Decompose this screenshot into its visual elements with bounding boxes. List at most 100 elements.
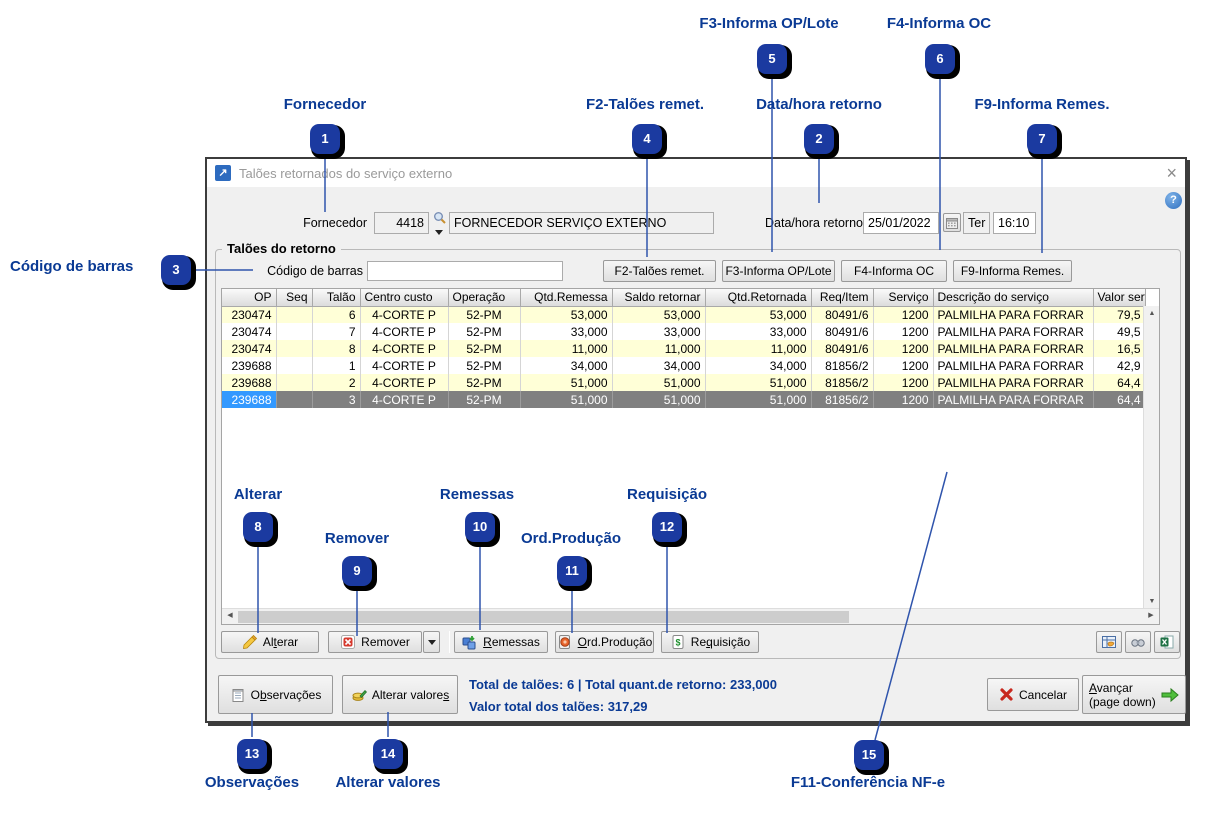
column-header[interactable]: Valor serviç xyxy=(1093,289,1146,307)
table-cell[interactable]: 80491/6 xyxy=(811,306,874,323)
table-cell[interactable]: 51,000 xyxy=(612,391,706,408)
table-cell[interactable]: 52-PM xyxy=(448,374,521,391)
barcode-input[interactable] xyxy=(367,261,563,281)
f3-informa-op-lote-button[interactable]: F3-Informa OP/Lote xyxy=(722,260,835,282)
remessas-button[interactable]: Remessas xyxy=(454,631,548,653)
f9-informa-remes-button[interactable]: F9-Informa Remes. xyxy=(953,260,1072,282)
table-cell[interactable]: 230474 xyxy=(222,306,277,323)
table-cell[interactable] xyxy=(276,374,313,391)
table-cell[interactable]: 34,000 xyxy=(705,357,812,374)
column-header[interactable]: Centro custo xyxy=(360,289,449,307)
table-cell[interactable]: 34,000 xyxy=(612,357,706,374)
avancar-button[interactable]: Avançar (page down) xyxy=(1082,675,1186,714)
table-cell[interactable]: 4-CORTE P xyxy=(360,323,449,340)
table-cell[interactable]: PALMILHA PARA FORRAR xyxy=(933,357,1094,374)
f4-informa-oc-button[interactable]: F4-Informa OC xyxy=(841,260,947,282)
table-cell[interactable]: 51,000 xyxy=(520,374,613,391)
table-cell[interactable]: 80491/6 xyxy=(811,323,874,340)
scroll-right-icon[interactable]: ▶ xyxy=(1148,612,1154,619)
table-cell[interactable]: 49,5 xyxy=(1093,323,1146,340)
table-cell[interactable]: 239688 xyxy=(222,374,277,391)
table-cell[interactable]: 239688 xyxy=(222,357,277,374)
table-cell[interactable]: 81856/2 xyxy=(811,374,874,391)
observacoes-button[interactable]: Observações xyxy=(218,675,333,714)
table-cell[interactable]: 51,000 xyxy=(520,391,613,408)
alterar-button[interactable]: Alterar xyxy=(221,631,319,653)
table-cell[interactable]: 3 xyxy=(312,391,361,408)
table-cell[interactable]: 11,000 xyxy=(520,340,613,357)
table-cell[interactable]: 6 xyxy=(312,306,361,323)
table-cell[interactable] xyxy=(276,340,313,357)
close-icon[interactable]: × xyxy=(1166,163,1177,183)
table-cell[interactable]: 53,000 xyxy=(520,306,613,323)
table-cell[interactable]: 34,000 xyxy=(520,357,613,374)
date-field[interactable]: 25/01/2022 xyxy=(863,212,939,234)
search-records-button[interactable] xyxy=(1125,631,1151,653)
column-header[interactable]: Qtd.Remessa xyxy=(520,289,613,307)
table-cell[interactable]: 79,5 xyxy=(1093,306,1146,323)
table-cell[interactable]: PALMILHA PARA FORRAR xyxy=(933,306,1094,323)
table-cell[interactable]: 33,000 xyxy=(520,323,613,340)
table-cell[interactable]: 52-PM xyxy=(448,340,521,357)
table-cell[interactable]: 2 xyxy=(312,374,361,391)
remover-dropdown-button[interactable] xyxy=(423,631,440,653)
remover-button[interactable]: Remover xyxy=(328,631,422,653)
column-header[interactable]: Req/Item xyxy=(811,289,874,307)
scroll-down-icon[interactable]: ▼ xyxy=(1148,598,1156,605)
table-cell[interactable]: 64,4 xyxy=(1093,391,1146,408)
table-cell[interactable]: 53,000 xyxy=(705,306,812,323)
table-cell[interactable]: 4-CORTE P xyxy=(360,340,449,357)
table-cell[interactable]: 239688 xyxy=(222,391,277,408)
table-cell[interactable] xyxy=(276,306,313,323)
column-header[interactable]: Talão xyxy=(312,289,361,307)
f2-taloes-remet-button[interactable]: F2-Talões remet. xyxy=(603,260,716,282)
table-cell[interactable]: PALMILHA PARA FORRAR xyxy=(933,340,1094,357)
table-cell[interactable]: 1200 xyxy=(873,357,934,374)
horizontal-scrollbar[interactable]: ◀ ▶ xyxy=(222,608,1159,624)
column-config-button[interactable] xyxy=(1096,631,1122,653)
requisicao-button[interactable]: $ Requisição xyxy=(661,631,759,653)
table-cell[interactable]: 1200 xyxy=(873,374,934,391)
calendar-button[interactable] xyxy=(943,213,961,232)
table-cell[interactable]: 4-CORTE P xyxy=(360,391,449,408)
vertical-scrollbar[interactable]: ▲ ▼ xyxy=(1143,306,1159,610)
cancelar-button[interactable]: Cancelar xyxy=(987,678,1079,711)
column-header[interactable]: Serviço xyxy=(873,289,934,307)
alterar-valores-button[interactable]: Alterar valores xyxy=(342,675,458,714)
table-cell[interactable]: PALMILHA PARA FORRAR xyxy=(933,391,1094,408)
table-cell[interactable]: 52-PM xyxy=(448,391,521,408)
table-cell[interactable] xyxy=(276,391,313,408)
table-cell[interactable]: 1200 xyxy=(873,340,934,357)
table-cell[interactable]: 11,000 xyxy=(705,340,812,357)
table-cell[interactable]: 7 xyxy=(312,323,361,340)
table-cell[interactable]: 33,000 xyxy=(612,323,706,340)
table-cell[interactable]: 33,000 xyxy=(705,323,812,340)
table-cell[interactable]: 64,4 xyxy=(1093,374,1146,391)
scroll-up-icon[interactable]: ▲ xyxy=(1148,310,1156,317)
help-icon[interactable]: ? xyxy=(1165,192,1182,209)
export-excel-button[interactable] xyxy=(1154,631,1180,653)
table-cell[interactable]: 1200 xyxy=(873,323,934,340)
table-cell[interactable]: 42,9 xyxy=(1093,357,1146,374)
table-cell[interactable]: 51,000 xyxy=(705,391,812,408)
time-field[interactable]: 16:10 xyxy=(993,212,1036,234)
table-cell[interactable]: 80491/6 xyxy=(811,340,874,357)
scroll-left-icon[interactable]: ◀ xyxy=(227,612,233,619)
column-header[interactable]: Saldo retornar xyxy=(612,289,706,307)
table-cell[interactable]: 16,5 xyxy=(1093,340,1146,357)
fornecedor-name-field[interactable]: FORNECEDOR SERVIÇO EXTERNO xyxy=(449,212,714,234)
table-cell[interactable]: 4-CORTE P xyxy=(360,306,449,323)
table-cell[interactable]: 51,000 xyxy=(612,374,706,391)
column-header[interactable]: OP xyxy=(222,289,277,307)
fornecedor-lookup-button[interactable] xyxy=(431,211,447,235)
table-cell[interactable]: 230474 xyxy=(222,340,277,357)
column-header[interactable]: Descrição do serviço xyxy=(933,289,1094,307)
table-cell[interactable]: 4-CORTE P xyxy=(360,357,449,374)
table-cell[interactable]: 4-CORTE P xyxy=(360,374,449,391)
